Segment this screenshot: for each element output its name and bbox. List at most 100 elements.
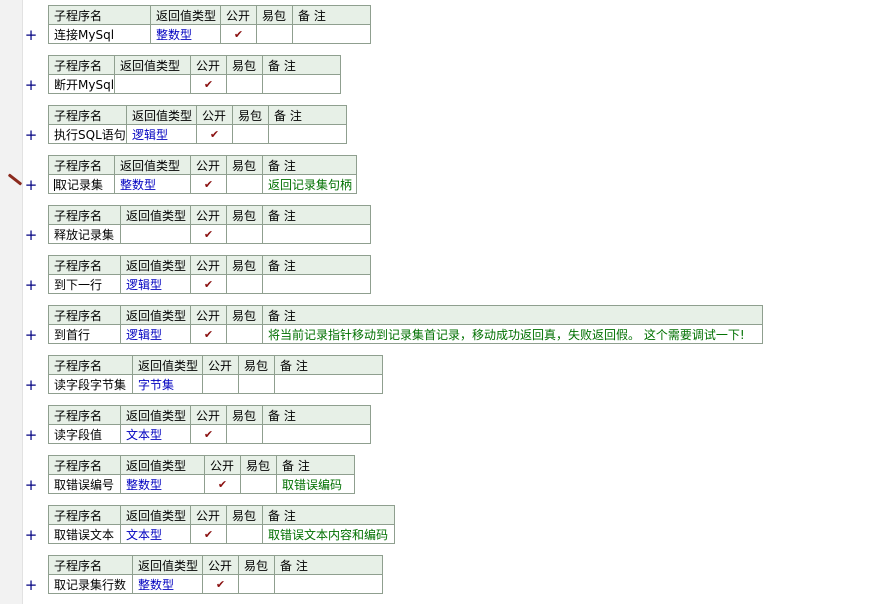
public-checkbox-cell[interactable]: ✔ xyxy=(196,124,233,144)
note-cell[interactable] xyxy=(262,274,371,294)
header-return-type: 返回值类型 xyxy=(120,455,205,475)
easy-pack-checkbox-cell[interactable] xyxy=(240,474,277,494)
expand-subroutine-button[interactable]: + xyxy=(24,126,38,144)
header-public: 公开 xyxy=(202,355,239,375)
header-public: 公开 xyxy=(190,55,228,75)
public-checkbox-cell[interactable]: ✔ xyxy=(220,24,257,44)
subroutine-name-cell[interactable]: 取记录集行数 xyxy=(48,574,133,594)
subroutine-table: 子程序名返回值类型公开易包备 注读字段值文本型✔ xyxy=(48,405,371,444)
header-public: 公开 xyxy=(190,505,227,525)
subroutine-name-cell[interactable]: 到首行 xyxy=(48,324,121,344)
public-checkbox-cell[interactable]: ✔ xyxy=(202,574,239,594)
header-easy-pack: 易包 xyxy=(226,505,263,525)
expand-subroutine-button[interactable]: + xyxy=(24,376,38,394)
checkmark-icon: ✔ xyxy=(203,277,214,291)
public-checkbox-cell[interactable]: ✔ xyxy=(190,224,227,244)
subroutine-name-cell[interactable]: 取错误文本 xyxy=(48,524,121,544)
expand-subroutine-button[interactable]: + xyxy=(24,26,38,44)
subroutine-name-cell[interactable]: 取记录集 xyxy=(48,174,115,194)
header-public: 公开 xyxy=(220,5,257,25)
return-type-cell[interactable] xyxy=(114,74,192,94)
subroutine-name: 取记录集行数 xyxy=(54,577,127,592)
return-type-cell[interactable]: 逻辑型 xyxy=(126,124,197,144)
expand-subroutine-button[interactable]: + xyxy=(24,326,38,344)
public-checkbox-cell[interactable]: ✔ xyxy=(204,474,241,494)
header-return-type: 返回值类型 xyxy=(132,555,203,575)
return-type-cell[interactable]: 整数型 xyxy=(114,174,191,194)
return-type-cell[interactable]: 字节集 xyxy=(132,374,203,394)
checkmark-icon: ✔ xyxy=(203,427,214,441)
expand-subroutine-button[interactable]: + xyxy=(24,276,38,294)
subroutine-name: 取记录集 xyxy=(55,177,104,192)
easy-pack-checkbox-cell[interactable] xyxy=(226,224,263,244)
return-type-cell[interactable]: 文本型 xyxy=(120,524,191,544)
public-checkbox-cell[interactable]: ✔ xyxy=(190,174,227,194)
public-checkbox-cell[interactable]: ✔ xyxy=(190,524,227,544)
checkmark-icon: ✔ xyxy=(217,477,228,491)
expand-subroutine-button[interactable]: + xyxy=(24,426,38,444)
note-cell[interactable] xyxy=(274,574,383,594)
note-cell[interactable] xyxy=(262,74,342,94)
expand-subroutine-button[interactable]: + xyxy=(24,576,38,594)
note-cell[interactable] xyxy=(262,224,371,244)
easy-pack-checkbox-cell[interactable] xyxy=(232,124,269,144)
public-checkbox-cell[interactable]: ✔ xyxy=(190,274,227,294)
subroutine-block: +子程序名返回值类型公开易包备 注到下一行逻辑型✔ xyxy=(0,255,876,299)
return-type-cell[interactable]: 文本型 xyxy=(120,424,191,444)
header-easy-pack: 易包 xyxy=(232,105,269,125)
note-cell[interactable]: 返回记录集句柄 xyxy=(262,174,357,194)
expand-subroutine-button[interactable]: + xyxy=(24,176,38,194)
return-type-cell[interactable]: 整数型 xyxy=(132,574,203,594)
expand-subroutine-button[interactable]: + xyxy=(24,76,38,94)
expand-subroutine-button[interactable]: + xyxy=(24,526,38,544)
easy-pack-checkbox-cell[interactable] xyxy=(238,374,275,394)
return-type-cell[interactable]: 整数型 xyxy=(150,24,221,44)
header-note: 备 注 xyxy=(262,405,371,425)
header-name: 子程序名 xyxy=(48,205,121,225)
subroutine-table: 子程序名返回值类型公开易包备 注读字段字节集字节集 xyxy=(48,355,383,394)
header-return-type: 返回值类型 xyxy=(120,405,191,425)
table-header-row: 子程序名返回值类型公开易包备 注 xyxy=(48,455,355,475)
subroutine-block: +子程序名返回值类型公开易包备 注取错误文本文本型✔取错误文本内容和编码 xyxy=(0,505,876,549)
easy-pack-checkbox-cell[interactable] xyxy=(226,174,263,194)
public-checkbox-cell[interactable]: ✔ xyxy=(190,324,227,344)
public-checkbox-cell[interactable]: ✔ xyxy=(190,74,228,94)
header-easy-pack: 易包 xyxy=(226,55,264,75)
easy-pack-checkbox-cell[interactable] xyxy=(226,74,264,94)
return-type-cell[interactable]: 逻辑型 xyxy=(120,324,191,344)
subroutine-name-cell[interactable]: 连接MySql xyxy=(48,24,151,44)
subroutine-block: + 子程序名返回值类型公开易包备 注读字段字节集字节集 xyxy=(0,355,876,399)
expand-subroutine-button[interactable]: + xyxy=(24,476,38,494)
return-type-cell[interactable]: 整数型 xyxy=(120,474,205,494)
subroutine-name-cell[interactable]: 到下一行 xyxy=(48,274,121,294)
note-cell[interactable] xyxy=(274,374,383,394)
expand-subroutine-button[interactable]: + xyxy=(24,226,38,244)
note-cell[interactable]: 取错误编码 xyxy=(276,474,355,494)
subroutine-name-cell[interactable]: 执行SQL语句 xyxy=(48,124,127,144)
checkmark-icon: ✔ xyxy=(203,527,214,541)
public-checkbox-cell[interactable] xyxy=(202,374,239,394)
return-type-cell[interactable]: 逻辑型 xyxy=(120,274,191,294)
note-cell[interactable] xyxy=(262,424,371,444)
easy-pack-checkbox-cell[interactable] xyxy=(256,24,293,44)
subroutine-name-cell[interactable]: 读字段值 xyxy=(48,424,121,444)
easy-pack-checkbox-cell[interactable] xyxy=(226,424,263,444)
current-line-marker-icon xyxy=(7,173,23,186)
easy-pack-checkbox-cell[interactable] xyxy=(226,524,263,544)
subroutine-name-cell[interactable]: 释放记录集 xyxy=(48,224,121,244)
subroutine-name-cell[interactable]: 断开MySql xyxy=(47,74,116,94)
easy-pack-checkbox-cell[interactable] xyxy=(226,274,263,294)
easy-pack-checkbox-cell[interactable] xyxy=(226,324,263,344)
easy-pack-checkbox-cell[interactable] xyxy=(238,574,275,594)
checkmark-icon: ✔ xyxy=(233,27,244,41)
table-row: 执行SQL语句逻辑型✔ xyxy=(48,124,347,144)
return-type-cell[interactable] xyxy=(120,224,191,244)
subroutine-name-cell[interactable]: 读字段字节集 xyxy=(48,374,133,394)
public-checkbox-cell[interactable]: ✔ xyxy=(190,424,227,444)
note-cell[interactable] xyxy=(292,24,371,44)
note-cell[interactable]: 取错误文本内容和编码 xyxy=(262,524,395,544)
note-cell[interactable]: 将当前记录指针移动到记录集首记录，移动成功返回真，失败返回假。 这个需要调试一下… xyxy=(262,324,763,344)
subroutine-name-cell[interactable]: 取错误编号 xyxy=(48,474,121,494)
note-cell[interactable] xyxy=(268,124,347,144)
header-note: 备 注 xyxy=(268,105,347,125)
